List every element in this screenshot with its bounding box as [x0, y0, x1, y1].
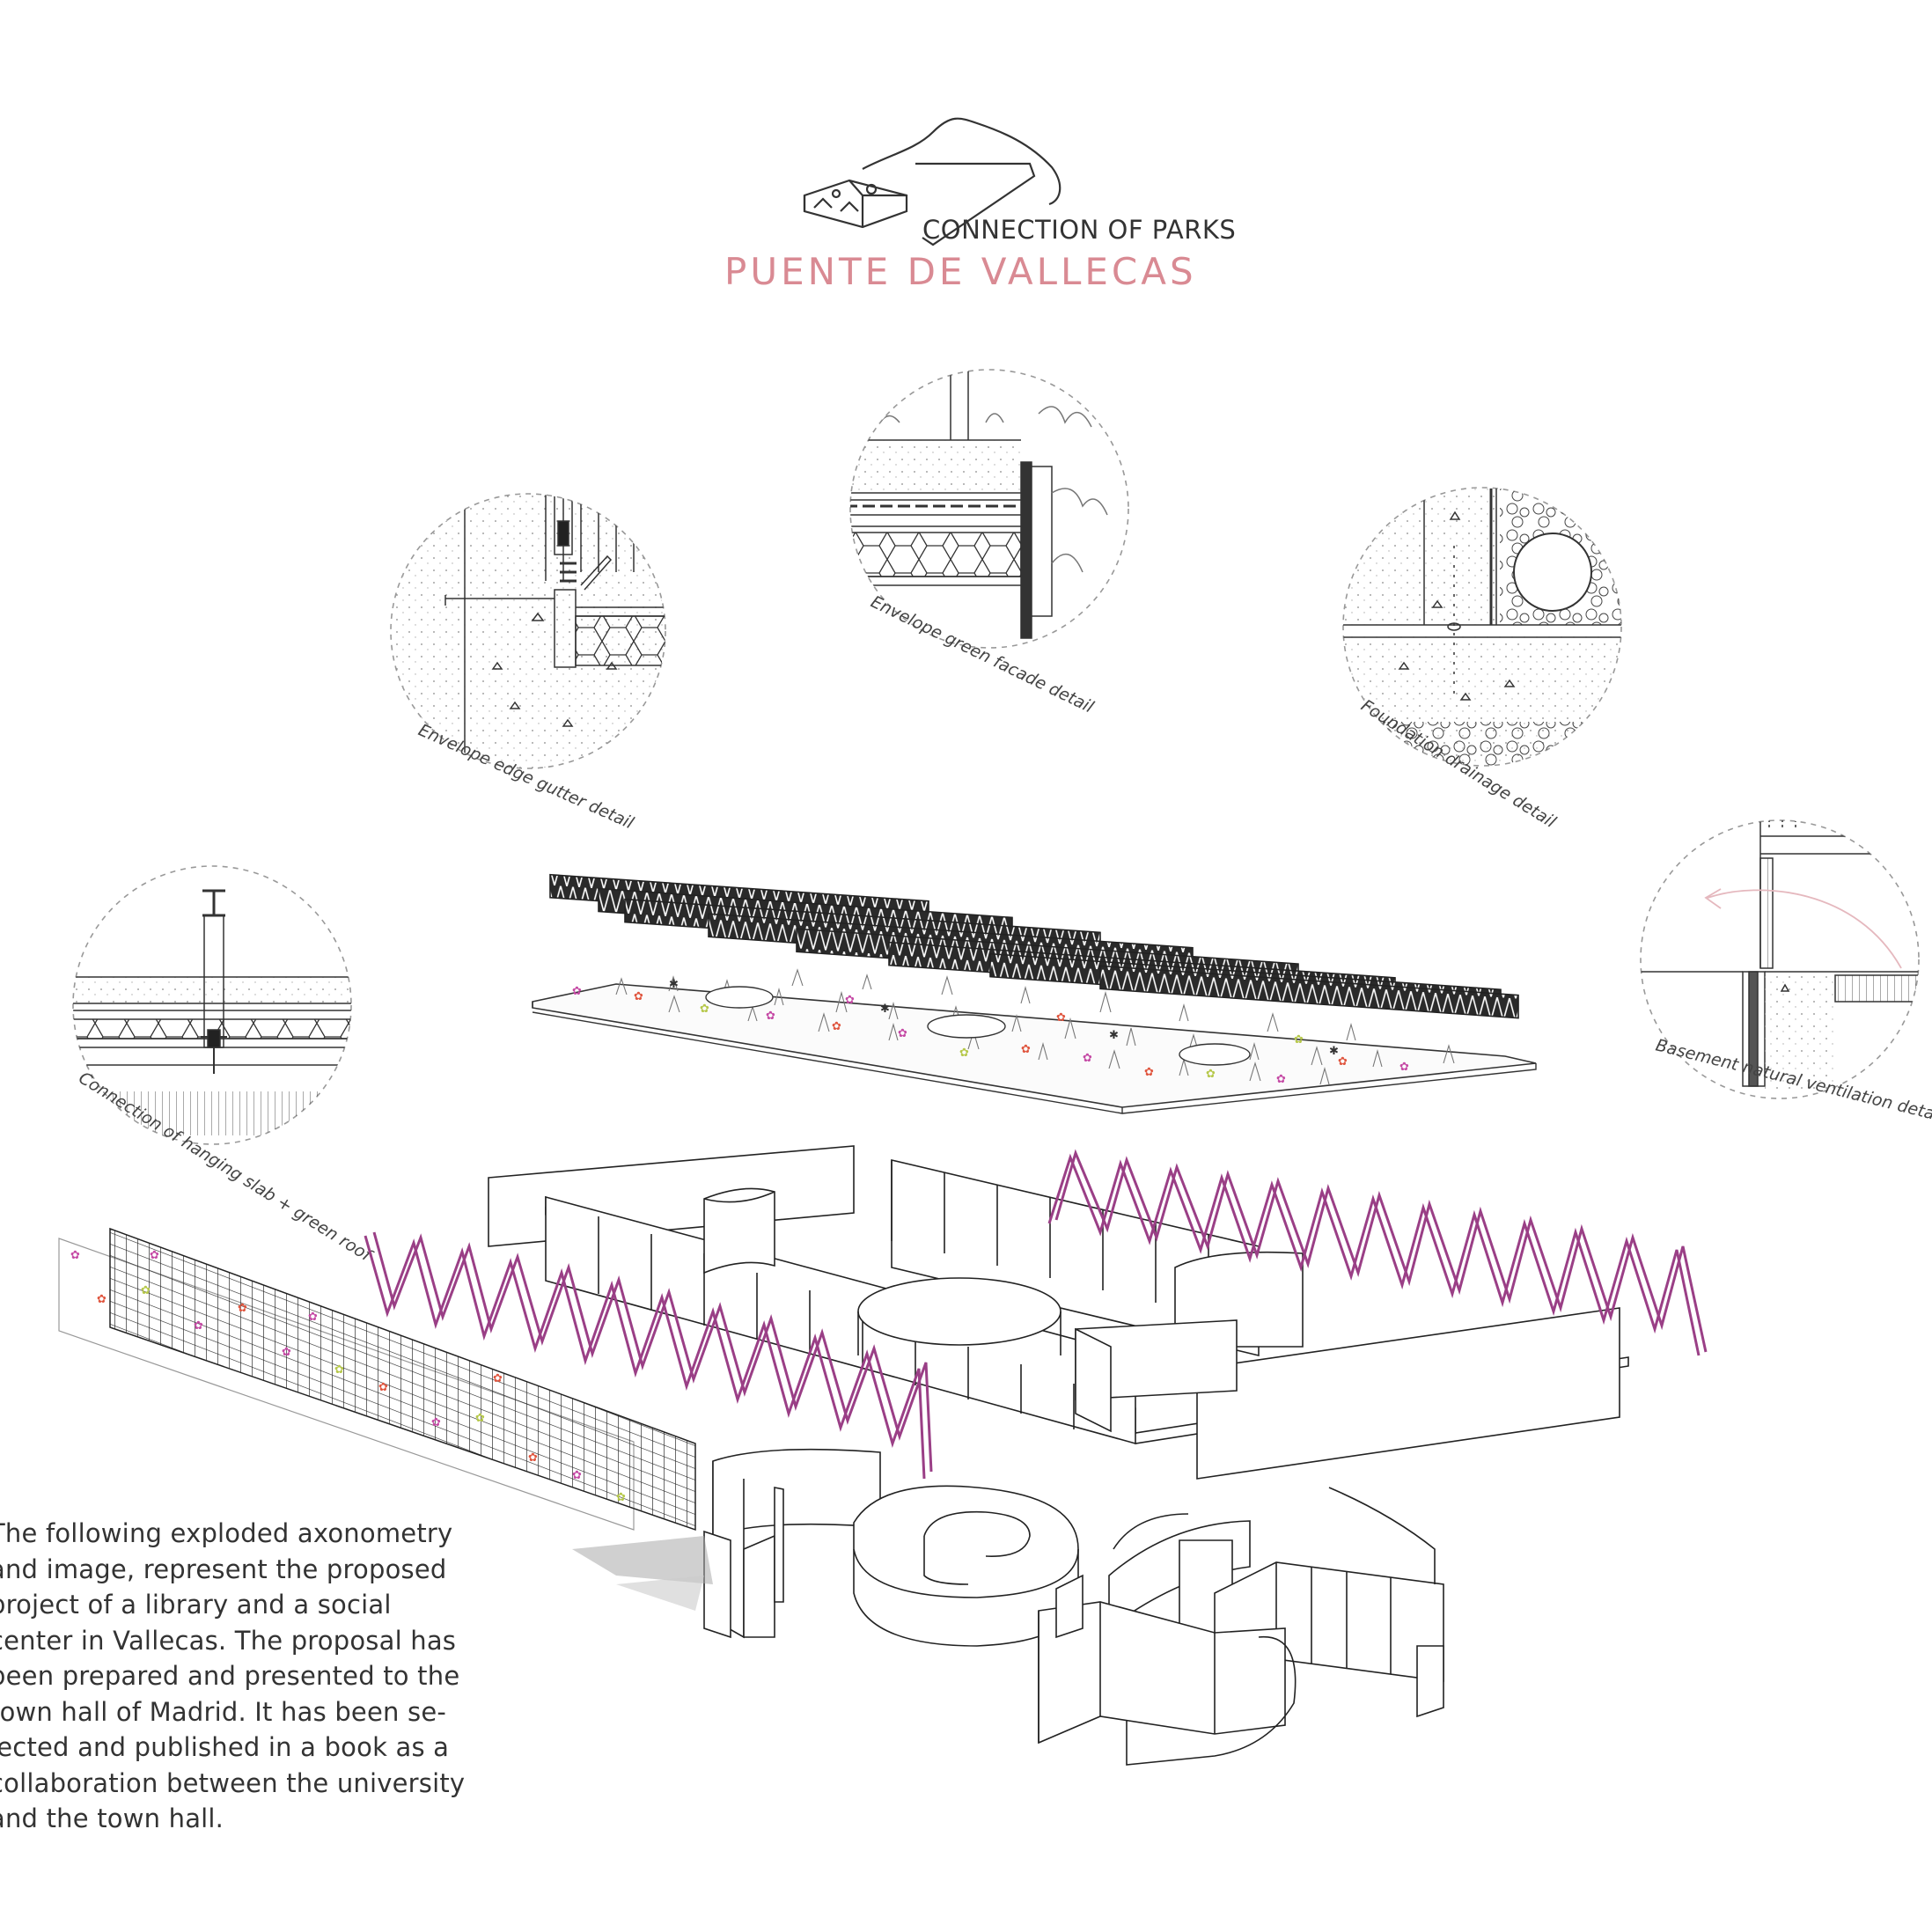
svg-text:✿: ✿: [334, 1363, 344, 1377]
svg-text:✿: ✿: [308, 1311, 318, 1324]
description-line: town hall of Madrid. It has been se-: [0, 1696, 447, 1727]
svg-text:✿: ✿: [634, 990, 643, 1003]
svg-text:✿: ✿: [194, 1319, 203, 1333]
svg-text:✿: ✿: [97, 1293, 107, 1306]
header-logo: [803, 117, 1061, 246]
green-roof-slab: ✿ ✿ ✿ ✿ ✿ ✿ ✿ ✿ ✿ ✿ ✿ ✿ ✿ ✿ ✿ ✿ ✿ ✱ ✱ ✱ …: [532, 968, 1537, 1114]
svg-text:✿: ✿: [70, 1249, 80, 1262]
header-subtitle: CONNECTION OF PARKS: [922, 215, 1236, 245]
svg-text:✿: ✿: [1021, 1043, 1031, 1056]
svg-text:✱: ✱: [1329, 1045, 1339, 1058]
svg-text:✿: ✿: [1276, 1073, 1286, 1086]
detail-circle-ventilation: Basement natural ventilation detail: [1640, 819, 1932, 1126]
zigzag-structure-left: [364, 1231, 933, 1480]
svg-text:✿: ✿: [378, 1381, 388, 1394]
svg-text:✿: ✿: [150, 1249, 159, 1262]
description-line: and image, represent the proposed: [0, 1554, 447, 1584]
building-walls: [488, 1145, 1629, 1480]
svg-text:✿: ✿: [766, 1010, 775, 1023]
svg-text:✿: ✿: [1399, 1061, 1409, 1074]
svg-text:✿: ✿: [959, 1047, 969, 1060]
description-line: lected and published in a book as a: [0, 1732, 450, 1762]
svg-text:✿: ✿: [1083, 1052, 1092, 1065]
ground-floor-walls: [703, 1448, 1444, 1766]
description-line: The following exploded axonometry: [0, 1518, 453, 1548]
roof-trusses: [549, 873, 1519, 1019]
svg-text:✿: ✿: [572, 985, 582, 998]
svg-text:✱: ✱: [880, 1003, 890, 1016]
description-line: been prepared and presented to the: [0, 1661, 460, 1691]
svg-text:✿: ✿: [572, 1469, 582, 1482]
svg-text:✿: ✿: [493, 1372, 503, 1385]
svg-text:✿: ✿: [1294, 1033, 1304, 1047]
detail-circle-hanging: Connection of hanging slab + green roof: [72, 865, 377, 1267]
svg-text:✱: ✱: [669, 978, 679, 991]
description-line: and the town hall.: [0, 1803, 224, 1833]
detail-circle-gutter: Envelope edge gutter detail: [390, 493, 666, 834]
description-line: center in Vallecas. The proposal has: [0, 1625, 457, 1656]
description-paragraph: The following exploded axonometry and im…: [0, 1516, 466, 1837]
green-facade-mesh: ✿ ✿ ✿ ✿ ✿ ✿ ✿ ✿ ✿ ✿ ✿ ✿ ✿ ✿ ✿ ✿: [58, 1227, 696, 1532]
svg-text:✿: ✿: [1056, 1011, 1066, 1025]
svg-text:✿: ✿: [1144, 1066, 1154, 1079]
svg-text:✿: ✿: [141, 1284, 151, 1297]
svg-text:✱: ✱: [1109, 1029, 1119, 1042]
description-line: collaboration between the university: [0, 1767, 466, 1798]
zigzag-structure-right: [1047, 1149, 1708, 1356]
svg-text:✿: ✿: [845, 994, 855, 1007]
detail-circle-facade: Envelope green facade detail: [849, 369, 1129, 717]
svg-text:✿: ✿: [616, 1491, 626, 1504]
description-line: project of a library and a social: [0, 1590, 392, 1620]
svg-text:✿: ✿: [898, 1027, 907, 1040]
svg-text:✿: ✿: [475, 1412, 485, 1425]
svg-text:✿: ✿: [238, 1302, 247, 1315]
svg-text:✿: ✿: [528, 1451, 538, 1465]
svg-text:✿: ✿: [1338, 1055, 1348, 1069]
svg-text:✿: ✿: [832, 1020, 841, 1033]
detail-circle-drainage: Foundation drainage detail: [1342, 487, 1622, 833]
svg-text:✿: ✿: [700, 1003, 709, 1016]
svg-text:✿: ✿: [282, 1346, 291, 1359]
svg-text:✿: ✿: [1206, 1068, 1216, 1081]
svg-text:✿: ✿: [431, 1416, 441, 1429]
page-title: PUENTE DE VALLECAS: [724, 250, 1197, 293]
ground-shadow-foliage: [572, 1536, 713, 1611]
